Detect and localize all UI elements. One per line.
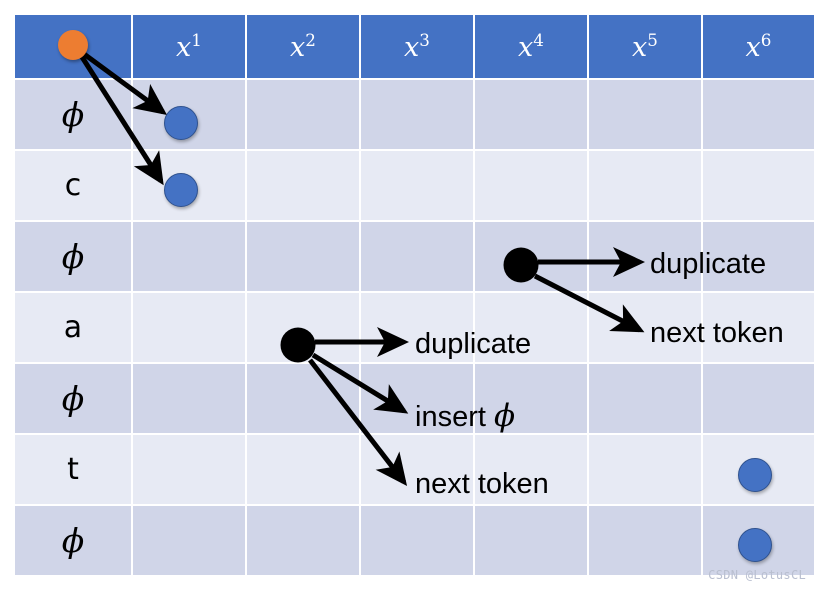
header-sup-x4: 4 xyxy=(533,30,544,50)
row-label-4: ϕ xyxy=(15,364,131,433)
annotation-duplicate-upper: duplicate xyxy=(650,248,766,281)
table-row: ϕ xyxy=(15,222,814,291)
annotation-duplicate-lower: duplicate xyxy=(415,328,531,361)
cell-r5-c5 xyxy=(589,364,701,433)
annotation-insert-phi: insert ϕ xyxy=(415,398,515,434)
header-sup-x3: 3 xyxy=(419,30,430,50)
cell-r3-c3 xyxy=(361,222,473,291)
table-row: c xyxy=(15,151,814,220)
cell-r7-c1 xyxy=(133,506,245,575)
cell-r7-c2 xyxy=(247,506,359,575)
cell-r2-c4 xyxy=(475,151,587,220)
header-sup-x6: 6 xyxy=(760,30,772,50)
header-sup-x2: 2 xyxy=(305,30,316,50)
cell-r7-c5 xyxy=(589,506,701,575)
cell-r6-c4 xyxy=(475,435,587,504)
cell-r5-c6 xyxy=(703,364,814,433)
cell-r4-c6 xyxy=(703,293,814,362)
blue-node-r1c1 xyxy=(164,106,198,140)
row-label-0: ϕ xyxy=(15,80,131,149)
cell-r1-c6 xyxy=(703,80,814,149)
row-label-6: ϕ xyxy=(15,506,131,575)
header-sup-x5: 5 xyxy=(647,30,658,50)
header-base-x2: x xyxy=(290,32,306,63)
row-label-1: c xyxy=(15,151,131,220)
cell-r2-c3 xyxy=(361,151,473,220)
black-node-r4c2 xyxy=(280,327,316,363)
annotation-insert-phi-text: insert xyxy=(415,401,494,433)
cell-r3-c2 xyxy=(247,222,359,291)
annotation-next-token-lower: next token xyxy=(415,468,549,501)
table-row: ϕ xyxy=(15,506,814,575)
header-base-x1: x xyxy=(176,32,192,63)
cell-r7-c3 xyxy=(361,506,473,575)
cell-r3-c1 xyxy=(133,222,245,291)
source-token-marker xyxy=(58,30,88,60)
annotation-duplicate-upper-text: duplicate xyxy=(650,248,767,280)
cell-r6-c5 xyxy=(589,435,701,504)
header-base-x6: x xyxy=(745,32,761,63)
cell-r3-c6 xyxy=(703,222,814,291)
annotation-next-token-upper-text: next token xyxy=(650,317,784,349)
header-cell-x1: x1 xyxy=(133,15,245,78)
annotation-next-token-lower-text: next token xyxy=(415,468,549,500)
header-cell-x4: x4 xyxy=(475,15,587,78)
header-cell-x5: x5 xyxy=(589,15,701,78)
cell-r4-c1 xyxy=(133,293,245,362)
cell-r2-c5 xyxy=(589,151,701,220)
table-row: ϕ xyxy=(15,80,814,149)
blue-node-r7c6 xyxy=(738,528,772,562)
table-row: a xyxy=(15,293,814,362)
header-cell-x6: x6 xyxy=(703,15,814,78)
annotation-duplicate-lower-text: duplicate xyxy=(415,328,532,360)
cell-r6-c2 xyxy=(247,435,359,504)
annotation-insert-phi-phi-symbol: ϕ xyxy=(493,398,516,434)
cell-r7-c4 xyxy=(475,506,587,575)
cell-r5-c1 xyxy=(133,364,245,433)
annotation-next-token-upper: next token xyxy=(650,317,784,350)
watermark-text: CSDN @LotusCL xyxy=(708,568,806,582)
cell-r1-c5 xyxy=(589,80,701,149)
row-label-2: ϕ xyxy=(15,222,131,291)
header-base-x4: x xyxy=(518,32,534,63)
header-sup-x1: 1 xyxy=(191,30,202,50)
cell-r5-c2 xyxy=(247,364,359,433)
header-cell-x3: x3 xyxy=(361,15,473,78)
cell-r1-c3 xyxy=(361,80,473,149)
cell-r6-c1 xyxy=(133,435,245,504)
header-cell-x2: x2 xyxy=(247,15,359,78)
cell-r5-c4 xyxy=(475,364,587,433)
blue-node-r2c1 xyxy=(164,173,198,207)
header-base-x5: x xyxy=(632,32,648,63)
row-label-5: t xyxy=(15,435,131,504)
blue-node-r6c6 xyxy=(738,458,772,492)
header-base-x3: x xyxy=(404,32,420,63)
black-node-r3c4 xyxy=(503,247,539,283)
row-label-3: a xyxy=(15,293,131,362)
cell-r1-c4 xyxy=(475,80,587,149)
cell-r2-c6 xyxy=(703,151,814,220)
cell-r1-c2 xyxy=(247,80,359,149)
cell-r2-c2 xyxy=(247,151,359,220)
